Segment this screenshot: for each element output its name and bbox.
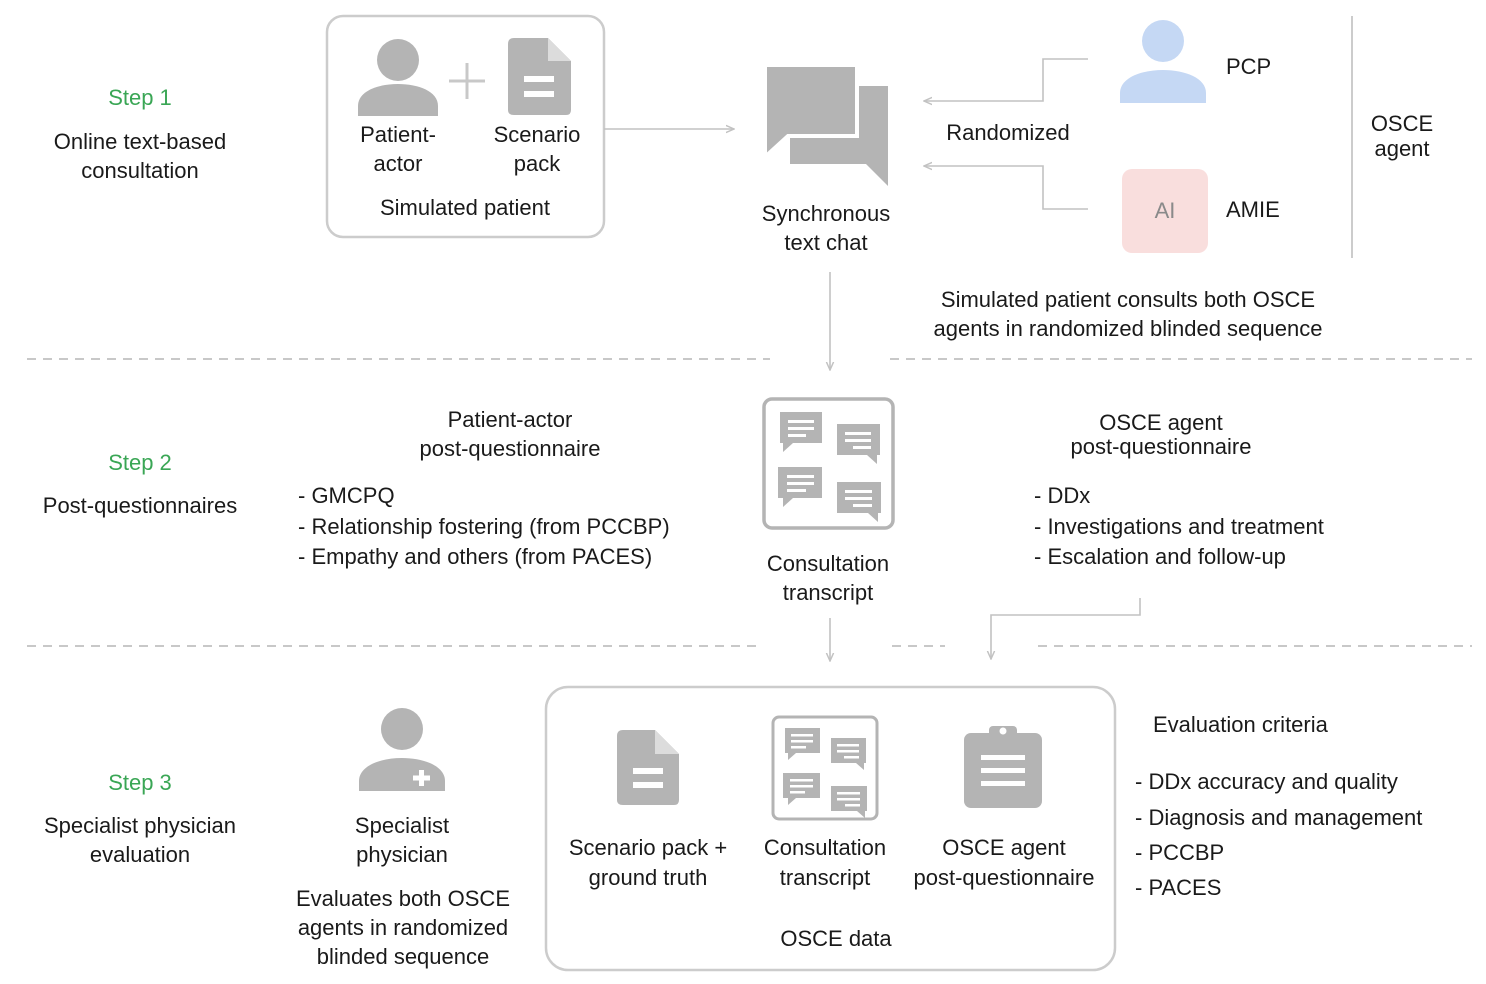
transcript-label: Consultation transcript [766, 551, 890, 605]
step3-agent-questionnaire-label: OSCE agent post-questionnaire [913, 835, 1095, 890]
pcp-label: PCP [1226, 54, 1272, 79]
ai-badge: AI [1154, 198, 1176, 223]
step-1-title: Online text-based consultation [53, 129, 227, 183]
patient-questionnaire-item: - GMCPQ [298, 483, 395, 508]
osce-agent-label: OSCE agent [1370, 111, 1434, 161]
clipboard-icon [964, 726, 1042, 808]
randomized-label: Randomized [946, 120, 1070, 145]
criteria-item: - DDx accuracy and quality [1135, 769, 1398, 794]
agent-questionnaire-title: OSCE agent post-questionnaire [1070, 410, 1252, 459]
plus-icon [449, 63, 485, 99]
scenario-pack-icon [508, 38, 571, 115]
patient-questionnaire-title: Patient-actor post-questionnaire [419, 407, 601, 461]
patient-questionnaire-item: - Empathy and others (from PACES) [298, 544, 653, 569]
agent-questionnaire-item: - Escalation and follow-up [1034, 544, 1286, 569]
scenario-truth-label: Scenario pack + ground truth [568, 835, 728, 890]
agent-questionnaire-item: - Investigations and treatment [1034, 514, 1324, 539]
specialist-note: Evaluates both OSCE agents in randomized… [295, 886, 510, 969]
agent-questionnaire-item: - DDx [1034, 483, 1091, 508]
criteria-title: Evaluation criteria [1153, 712, 1328, 737]
chat-bubbles-icon [763, 63, 888, 186]
scenario-pack-label: Scenario pack [493, 122, 581, 176]
patient-actor-icon [358, 39, 438, 116]
consultation-transcript-icon [762, 397, 895, 530]
criteria-item: - Diagnosis and management [1135, 805, 1423, 830]
osce-data-label: OSCE data [780, 926, 892, 951]
ai-badge-box [1122, 169, 1208, 253]
step-1-note: Simulated patient consults both OSCE age… [933, 287, 1323, 341]
amie-label: AMIE [1226, 197, 1280, 222]
step3-transcript-icon [771, 715, 879, 821]
step-2-title: Post-questionnaires [42, 493, 238, 518]
patient-questionnaire-item: - Relationship fostering (from PCCBP) [298, 514, 670, 539]
step3-transcript-label: Consultation transcript [763, 835, 887, 890]
criteria-item: - PACES [1135, 875, 1222, 900]
patient-actor-label: Patient- actor [360, 122, 436, 176]
step-2-label: Step 2 [108, 450, 172, 475]
step-3-title: Specialist physician evaluation [44, 813, 236, 867]
specialist-physician-icon [359, 708, 445, 791]
randomized-connector [924, 58, 1088, 210]
arrow-agent-q-to-step3 [991, 598, 1141, 659]
osce-data-box [544, 685, 1117, 972]
pcp-icon [1120, 20, 1206, 103]
simulated-patient-label: Simulated patient [380, 195, 550, 220]
step-3-label: Step 3 [108, 770, 172, 795]
specialist-label: Specialist physician [354, 813, 450, 867]
simulated-patient-box [325, 14, 606, 239]
chat-label: Synchronous text chat [761, 201, 891, 255]
scenario-truth-icon [617, 730, 679, 805]
step-1-label: Step 1 [108, 85, 172, 110]
criteria-item: - PCCBP [1135, 840, 1225, 865]
